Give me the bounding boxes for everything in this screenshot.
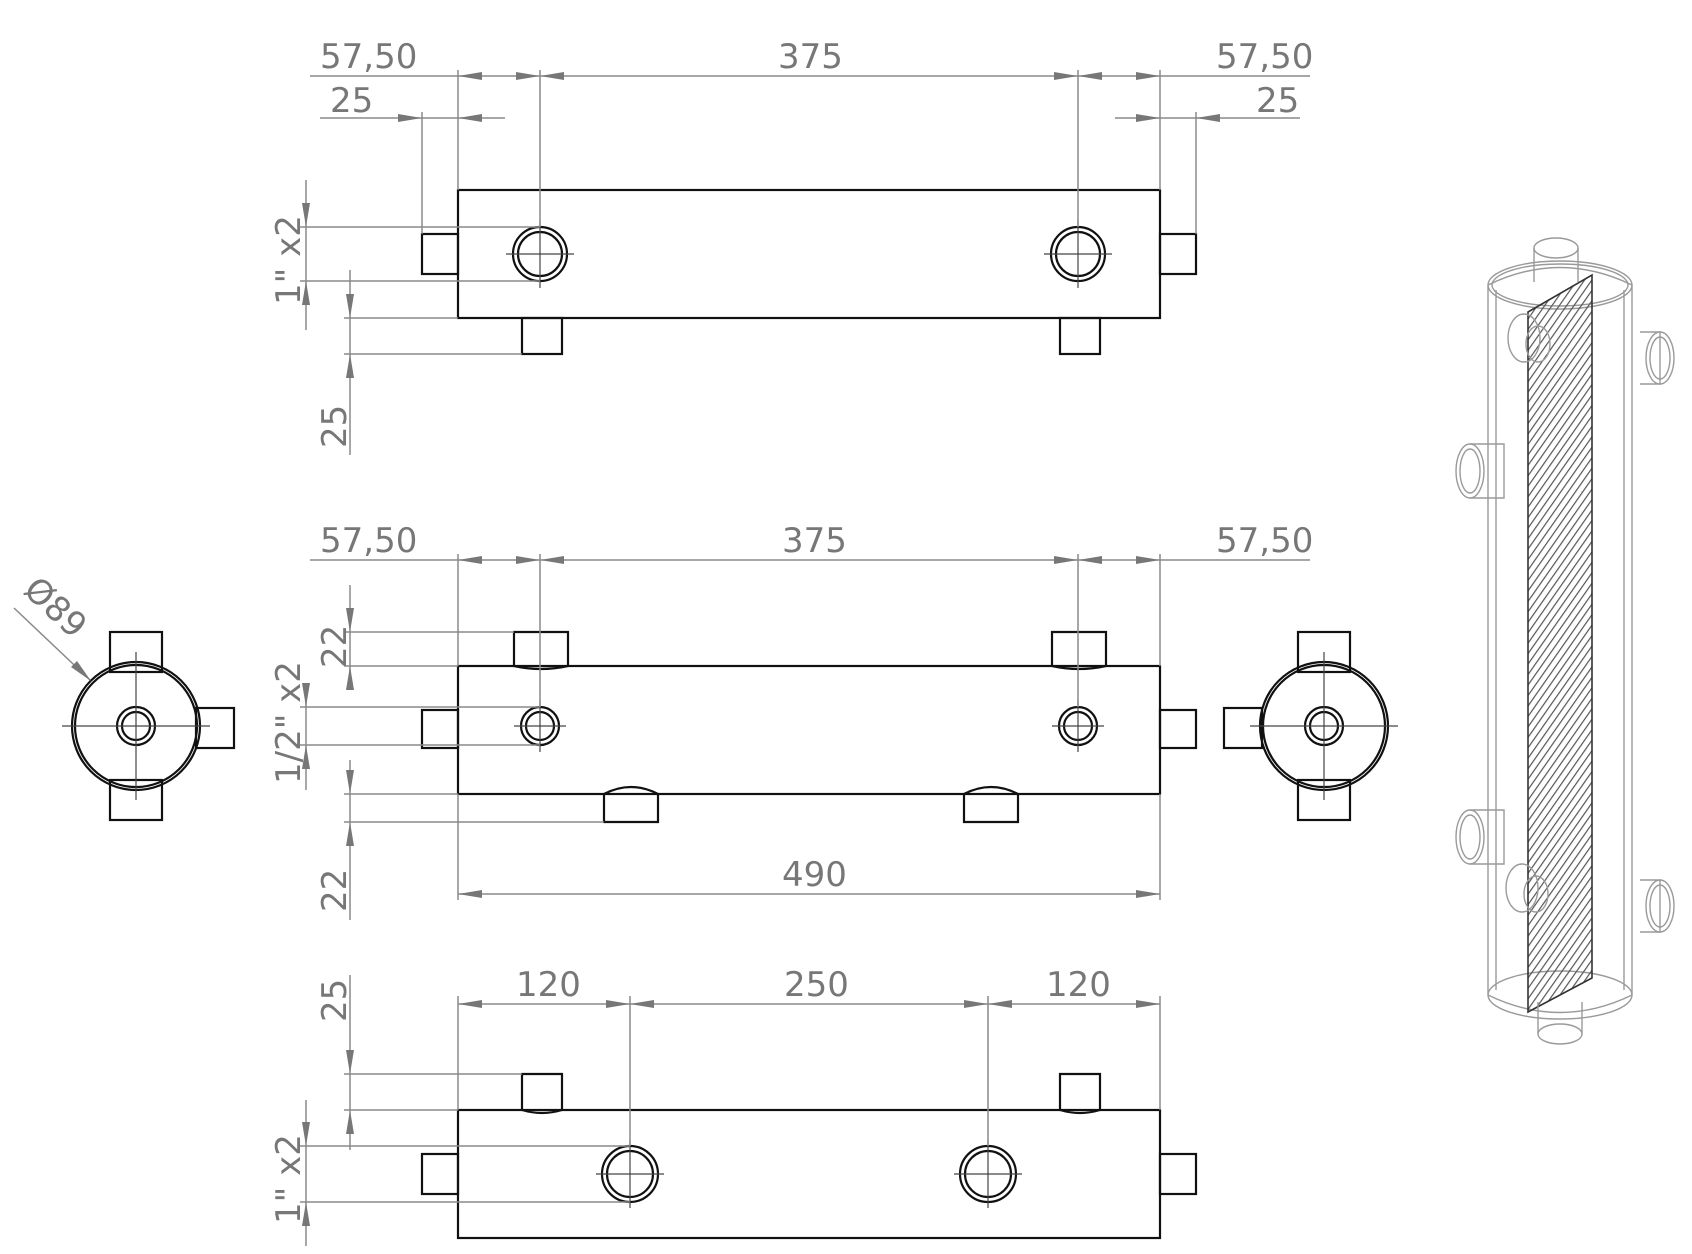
middle-view-dim-length: 490 — [782, 855, 847, 895]
isometric-view — [1455, 237, 1675, 1045]
iso-nozzle-mid-left-upper — [1455, 443, 1505, 499]
iso-nozzle-mid-left-lower — [1455, 809, 1505, 865]
bottom-view-dim-center: 250 — [784, 965, 849, 1005]
bottom-view-body — [456, 1108, 1162, 1240]
top-view-port-right — [1044, 220, 1112, 288]
left-end-right-stub — [194, 706, 236, 750]
top-view-dim-right-stub: 25 — [1256, 81, 1299, 121]
bottom-view-top-stub-left — [520, 1072, 564, 1115]
iso-nozzle-lower-left — [1505, 863, 1549, 913]
iso-nozzle-upper-left — [1507, 313, 1551, 363]
middle-view: 57,50 375 57,50 22 1/2" x2 22 490 — [269, 521, 1313, 920]
top-view-dim-right-offset: 57,50 — [1216, 37, 1313, 77]
bottom-view-right-stub — [1158, 1152, 1198, 1196]
iso-bottom-nozzle — [1537, 1002, 1583, 1045]
middle-view-left-stub — [420, 708, 460, 750]
middle-view-top-stub-left — [512, 630, 570, 671]
middle-view-port-right — [1052, 700, 1104, 752]
top-view-right-stub — [1158, 232, 1198, 276]
top-view: 57,50 375 57,50 25 25 1" x2 25 — [269, 37, 1313, 455]
bottom-view-dimensions — [300, 975, 1161, 1246]
bottom-view-dim-right: 120 — [1046, 965, 1111, 1005]
bottom-view-port-left — [596, 1140, 664, 1208]
right-end-left-stub — [1222, 706, 1264, 750]
bottom-view-dim-top-stub: 25 — [315, 979, 355, 1022]
left-end-view: Ø89 — [13, 569, 236, 822]
iso-baffle-plate — [1527, 273, 1593, 1014]
top-view-bottom-stub-right — [1058, 316, 1102, 356]
middle-view-right-stub — [1158, 708, 1198, 750]
bottom-view-top-stub-right — [1058, 1072, 1102, 1115]
middle-view-dim-port: 1/2" x2 — [269, 661, 309, 784]
middle-view-dim-center: 375 — [782, 521, 847, 561]
bottom-view-left-stub — [420, 1152, 460, 1196]
iso-top-nozzle — [1533, 237, 1579, 282]
top-view-bottom-stub-left — [520, 316, 564, 356]
top-view-left-stub — [420, 232, 460, 276]
right-end-view — [1222, 630, 1398, 822]
bottom-view-port-right — [954, 1140, 1022, 1208]
top-view-dim-center: 375 — [778, 37, 843, 77]
diameter-label: Ø89 — [16, 569, 94, 646]
iso-nozzle-upper-right — [1640, 331, 1675, 385]
iso-nozzle-lower-right — [1640, 879, 1675, 933]
middle-view-dim-right-offset: 57,50 — [1216, 521, 1313, 561]
top-view-dimensions — [300, 70, 1310, 455]
middle-view-dim-left-offset: 57,50 — [320, 521, 417, 561]
top-view-dim-left-stub: 25 — [330, 81, 373, 121]
top-view-dim-bottom-stub: 25 — [315, 405, 355, 448]
middle-view-bottom-stub-right — [962, 785, 1020, 824]
bottom-view-dim-port: 1" x2 — [269, 1134, 309, 1224]
middle-view-top-stub-right — [1050, 630, 1108, 671]
top-view-dim-left-offset: 57,50 — [320, 37, 417, 77]
top-view-dim-port: 1" x2 — [269, 215, 309, 305]
middle-view-body — [456, 664, 1162, 796]
middle-view-bottom-stub-left — [602, 785, 660, 824]
middle-view-dim-top-stub: 22 — [315, 625, 355, 668]
bottom-view: 120 250 120 25 1" x2 — [269, 965, 1198, 1246]
middle-view-dim-bottom-stub: 22 — [315, 869, 355, 912]
top-view-port-left — [506, 220, 574, 288]
bottom-view-dim-left: 120 — [516, 965, 581, 1005]
middle-view-port-left — [514, 700, 566, 752]
middle-view-dimensions — [300, 554, 1310, 920]
